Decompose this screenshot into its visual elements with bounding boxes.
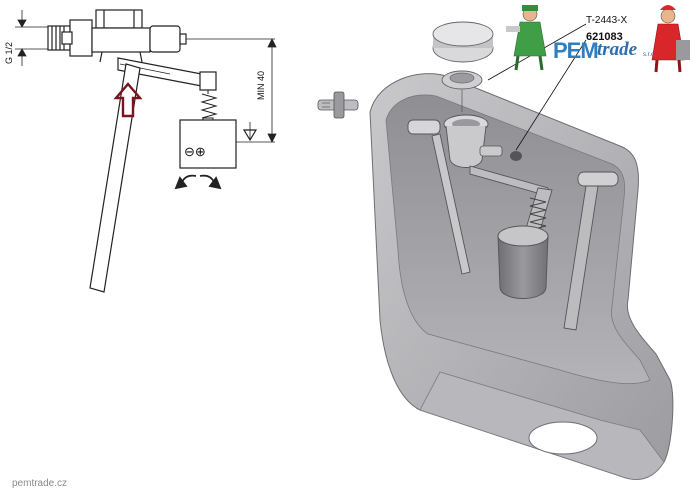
float-cup — [179, 119, 275, 169]
part-code-1: T-2443-X — [586, 15, 628, 26]
tank-spring — [529, 197, 547, 231]
float-rod — [89, 63, 141, 293]
min-height-dimension — [267, 38, 277, 143]
valve-body — [91, 9, 275, 63]
tank-float — [497, 225, 549, 299]
tank-illustration — [317, 21, 674, 480]
brand-logo-pem: PEM — [553, 38, 599, 63]
brand-suffix: s.r.o. — [643, 52, 657, 58]
pointer-arrow-icon — [113, 82, 143, 118]
brand-logo-trade: trade — [597, 39, 638, 60]
spring — [200, 90, 218, 123]
thread-size-label: G 1/2 — [4, 41, 14, 64]
watermark: pemtrade.cz — [12, 478, 68, 489]
valve-cap — [432, 21, 494, 63]
part-code-2: 621083 — [586, 31, 623, 43]
tank-valve-body — [407, 114, 522, 168]
min-height-label: MIN 40 — [256, 70, 266, 100]
thread-dimension — [15, 10, 60, 66]
threaded-inlet — [47, 19, 93, 57]
inlet-nipple — [317, 91, 359, 119]
rotation-arrows-icon — [174, 174, 222, 190]
technical-drawing — [15, 9, 277, 293]
brand-mascot-plumber — [506, 5, 547, 71]
filter-ring — [441, 70, 483, 90]
polarity-label: ⊖⊕ — [184, 144, 206, 159]
overflow-rod — [563, 171, 619, 331]
drain-hole — [528, 421, 598, 455]
brand-mascot-firefighter — [651, 5, 690, 73]
